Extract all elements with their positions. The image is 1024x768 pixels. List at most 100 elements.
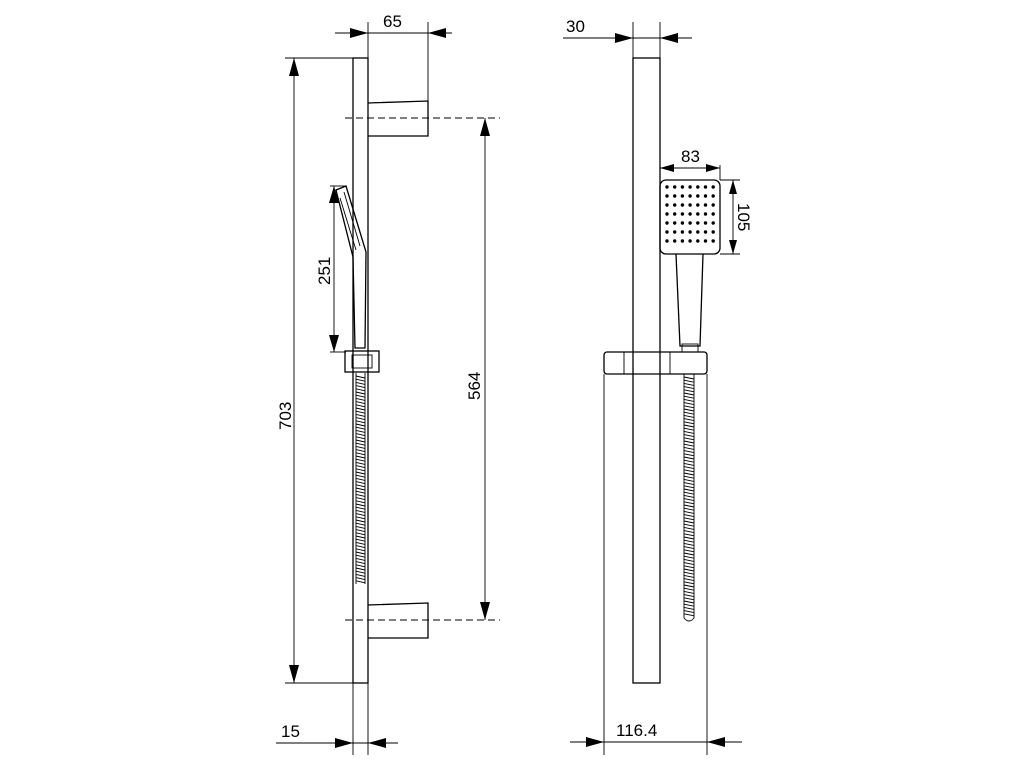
front-slider	[603, 351, 708, 375]
dim-overall-width: 116.4	[616, 721, 657, 740]
nozzle-dot	[673, 203, 677, 207]
hose-rib	[683, 571, 695, 575]
dim-wall-projection: 65	[383, 12, 402, 31]
nozzle-dot	[711, 194, 715, 198]
hose-rib	[355, 545, 366, 549]
nozzle-dot	[711, 185, 715, 189]
hose-rib	[683, 507, 695, 511]
hose-rib	[683, 434, 695, 438]
hose-rib	[683, 578, 695, 582]
hose-rib	[355, 525, 366, 529]
nozzle-dot	[673, 230, 677, 234]
hose-rib	[683, 546, 695, 550]
side-hose	[355, 373, 366, 584]
hose-rib	[355, 567, 366, 571]
hose-rib	[683, 421, 695, 425]
nozzle-dot	[680, 185, 685, 189]
hose-rib	[683, 526, 695, 530]
hose-rib	[683, 427, 695, 431]
nozzle-dot	[711, 221, 715, 225]
hose-rib	[683, 600, 695, 604]
hose-rib	[683, 613, 695, 617]
nozzle-dot	[665, 212, 669, 216]
front-view: 30 83 105 116.4	[563, 17, 753, 755]
hose-rib	[355, 452, 366, 456]
hose-rib	[355, 397, 366, 401]
hose-rib	[355, 516, 366, 520]
nozzle-dot	[665, 194, 669, 198]
hose-rib	[683, 430, 695, 434]
head-nozzles	[665, 185, 715, 243]
hose-rib	[355, 474, 366, 478]
nozzle-dot	[673, 185, 677, 189]
nozzle-dot	[688, 230, 692, 234]
hose-rib	[355, 557, 366, 561]
hose-rib	[683, 405, 695, 409]
nozzle-dot	[696, 221, 700, 225]
hose-rib	[355, 439, 366, 443]
hose-rib	[683, 466, 695, 470]
hose-rib	[355, 375, 366, 379]
front-handle	[675, 253, 704, 347]
nozzle-dot	[665, 185, 669, 189]
hose-rib	[683, 395, 695, 399]
nozzle-dot	[673, 212, 677, 216]
hose-rib	[355, 529, 366, 533]
hose-rib	[683, 587, 695, 591]
hose-rib	[683, 520, 695, 524]
hose-rib	[355, 404, 366, 408]
hose-rib	[683, 482, 695, 486]
nozzle-dot	[703, 212, 708, 216]
nozzle-dot	[696, 212, 700, 216]
hose-rib	[355, 570, 366, 574]
hose-rib	[355, 436, 366, 440]
hose-rib	[683, 389, 695, 393]
hose-rib	[683, 542, 695, 546]
nozzle-dot	[688, 221, 692, 225]
hose-rib	[683, 523, 695, 527]
hose-rib	[355, 413, 366, 417]
nozzle-dot	[711, 203, 715, 207]
hose-rib	[683, 590, 695, 594]
side-view: 703 564 251 65 15	[276, 12, 500, 755]
hose-rib	[355, 564, 366, 568]
hose-rib	[683, 402, 695, 406]
hose-rib	[355, 407, 366, 411]
nozzle-dot	[673, 221, 677, 225]
hose-rib	[683, 568, 695, 572]
hose-rib	[683, 574, 695, 578]
hose-rib	[683, 462, 695, 466]
hose-rib	[683, 517, 695, 521]
hose-rib	[683, 536, 695, 540]
hose-rib	[355, 458, 366, 462]
hose-rib	[683, 597, 695, 601]
hose-rib	[355, 490, 366, 494]
side-slider-holder	[344, 350, 380, 373]
hose-rib	[683, 514, 695, 518]
hose-rib	[683, 501, 695, 505]
hose-rib	[355, 577, 366, 581]
hose-rib	[683, 552, 695, 556]
hose-rib	[683, 469, 695, 473]
side-rail	[352, 57, 369, 684]
nozzle-dot	[680, 203, 685, 207]
nozzle-dot	[665, 203, 669, 207]
hose-rib	[683, 504, 695, 508]
hose-rib	[355, 461, 366, 465]
hose-rib	[355, 561, 366, 565]
hose-rib	[683, 453, 695, 457]
side-handshower	[335, 185, 367, 349]
hose-rib	[683, 478, 695, 482]
hose-rib	[355, 484, 366, 488]
hose-rib	[683, 414, 695, 418]
dim-rail-depth: 30	[566, 17, 585, 36]
hose-rib	[355, 548, 366, 552]
hose-rib	[355, 522, 366, 526]
hose-rib	[355, 541, 366, 545]
front-shower-head	[659, 179, 721, 255]
hose-rib	[683, 411, 695, 415]
hose-rib	[355, 519, 366, 523]
hose-rib	[683, 581, 695, 585]
nozzle-dot	[680, 239, 685, 243]
